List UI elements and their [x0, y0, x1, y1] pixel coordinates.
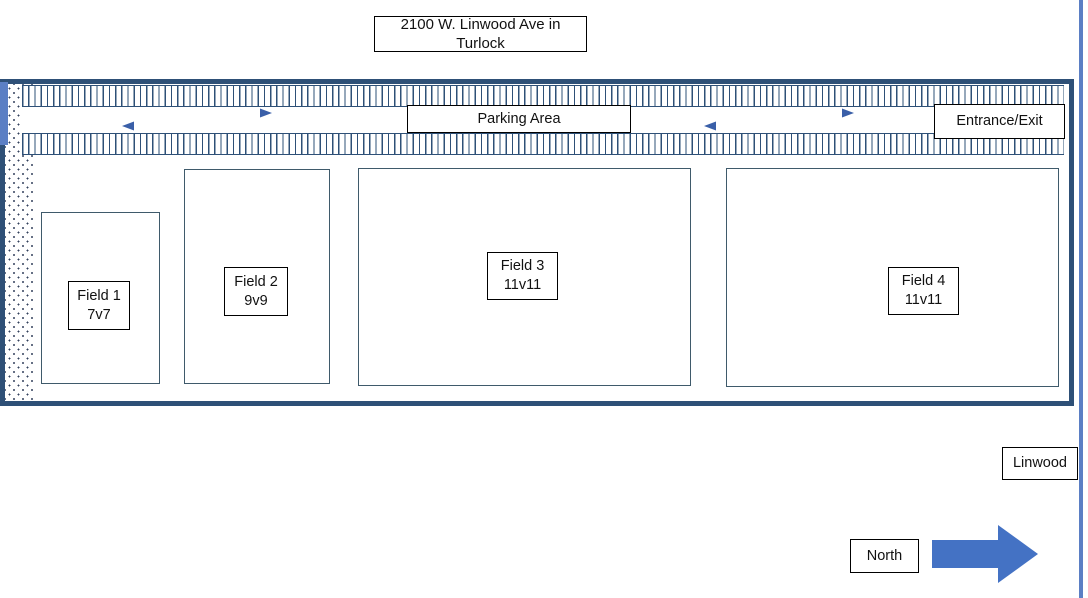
field-label-1: Field 1 7v7	[68, 281, 130, 330]
field-3-name: Field 3	[500, 258, 545, 275]
right-edge-divider	[1079, 0, 1083, 598]
entrance-exit-label: Entrance/Exit	[934, 104, 1065, 139]
field-label-2: Field 2 9v9	[224, 267, 288, 316]
street-label-linwood: Linwood	[1002, 447, 1078, 480]
entrance-exit-label-text: Entrance/Exit	[956, 113, 1043, 130]
traffic-flow-arrows-west	[122, 108, 272, 131]
arrow-eastbound-west	[122, 108, 272, 118]
field-4-format: 11v11	[904, 292, 943, 308]
field-1-format: 7v7	[87, 306, 111, 323]
parking-stalls-north-row	[22, 85, 1064, 107]
traffic-flow-arrows-east	[704, 108, 854, 131]
north-direction-arrow	[932, 525, 1038, 583]
parking-area-label-text: Parking Area	[477, 110, 561, 127]
arrow-westbound-west	[122, 121, 272, 131]
field-label-3: Field 3 11v11	[487, 252, 558, 300]
parking-stalls-south-row	[22, 133, 1064, 155]
field-1-name: Field 1	[77, 287, 121, 304]
field-4-name: Field 4	[901, 273, 946, 290]
field-2-name: Field 2	[234, 273, 278, 290]
street-label-text: Linwood	[1012, 455, 1067, 472]
arrow-eastbound-east	[704, 108, 854, 118]
field-3-format: 11v11	[503, 277, 542, 293]
left-accent-bar	[0, 82, 8, 145]
page-title-text: 2100 W. Linwood Ave in Turlock	[400, 15, 561, 52]
parking-area-label: Parking Area	[407, 105, 631, 133]
page-title: 2100 W. Linwood Ave in Turlock	[374, 16, 587, 52]
field-2-format: 9v9	[244, 292, 268, 309]
compass-label-north: North	[850, 539, 919, 573]
arrow-westbound-east	[704, 121, 854, 131]
field-label-4: Field 4 11v11	[888, 267, 959, 315]
compass-label-text: North	[866, 547, 903, 564]
